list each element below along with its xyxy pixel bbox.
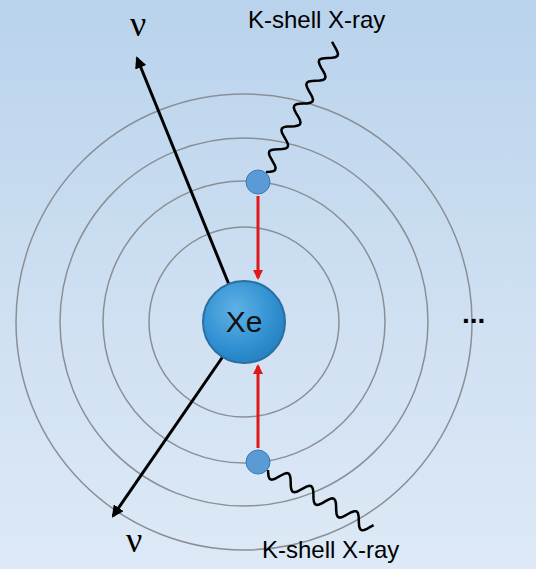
electron-shell xyxy=(149,227,339,417)
x-ray-wave xyxy=(268,470,374,530)
electron-shell xyxy=(16,94,472,550)
neutrino-arrow xyxy=(113,352,226,516)
capture-arrow xyxy=(257,366,260,448)
electron-shell xyxy=(103,181,385,463)
x-ray-wave xyxy=(266,42,338,172)
neutrino-label: ν xyxy=(126,520,142,561)
nucleus-circle: Xe xyxy=(202,280,286,364)
electron xyxy=(246,450,270,474)
capture-arrow xyxy=(257,196,260,278)
element-symbol: Xe xyxy=(226,305,263,339)
electron xyxy=(246,170,270,194)
xray-label: K-shell X-ray xyxy=(262,536,399,564)
neutrino-label: ν xyxy=(130,4,146,45)
neutrino-arrow xyxy=(137,58,232,292)
electron-shell xyxy=(60,138,428,506)
xray-label: K-shell X-ray xyxy=(248,6,385,34)
ellipsis: ... xyxy=(462,298,485,330)
